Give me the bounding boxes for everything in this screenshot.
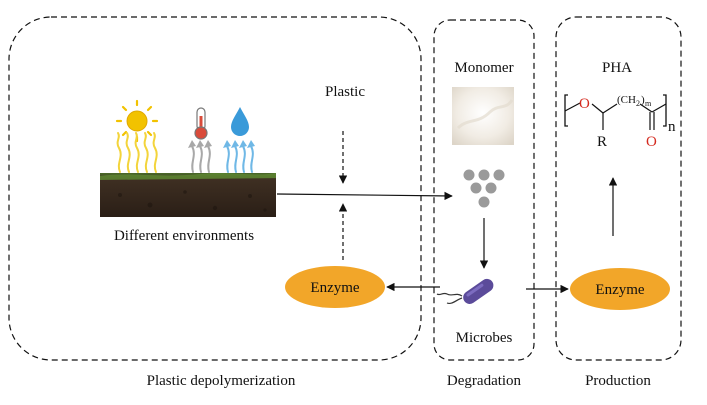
sun-icon	[115, 99, 159, 173]
pha-ch2-m: m	[645, 99, 652, 108]
caption-production: Production	[585, 373, 651, 389]
enzyme-left-label: Enzyme	[310, 280, 359, 296]
pha-carbonyl-oxygen: O	[646, 134, 657, 150]
plastic-label: Plastic	[325, 84, 365, 100]
water-drop-icon	[223, 107, 255, 173]
caption-depolymerization: Plastic depolymerization	[147, 373, 296, 389]
bacterium-icon	[436, 278, 494, 305]
environments-label: Different environments	[114, 228, 254, 244]
panel-depolymerization	[8, 16, 422, 361]
pha-oxygen-ring: O	[579, 96, 590, 112]
enzyme-left: Enzyme	[285, 266, 385, 308]
pha-repeat-n: n	[668, 119, 676, 135]
pha-label: PHA	[602, 60, 632, 76]
pha-ch2-main: (CH	[617, 94, 636, 106]
soil-image	[100, 173, 276, 217]
pha-r-group: R	[597, 134, 607, 150]
pha-structure: O R (CH 2 ) m O n	[564, 94, 676, 150]
powder-image	[452, 87, 514, 145]
arrow-to-monomers	[276, 191, 453, 201]
monomer-label: Monomer	[454, 60, 513, 76]
panel-production	[555, 16, 682, 361]
panel-degradation	[433, 19, 535, 361]
pha-ch2-close: )	[641, 94, 645, 106]
microbes-label: Microbes	[456, 330, 513, 346]
caption-degradation: Degradation	[447, 373, 522, 389]
thermometer-icon	[188, 107, 212, 173]
enzyme-right-label: Enzyme	[595, 282, 644, 298]
monomer-dots-icon	[463, 169, 505, 208]
pha-ch2-sub: 2	[636, 99, 640, 108]
enzyme-right: Enzyme	[570, 268, 670, 310]
